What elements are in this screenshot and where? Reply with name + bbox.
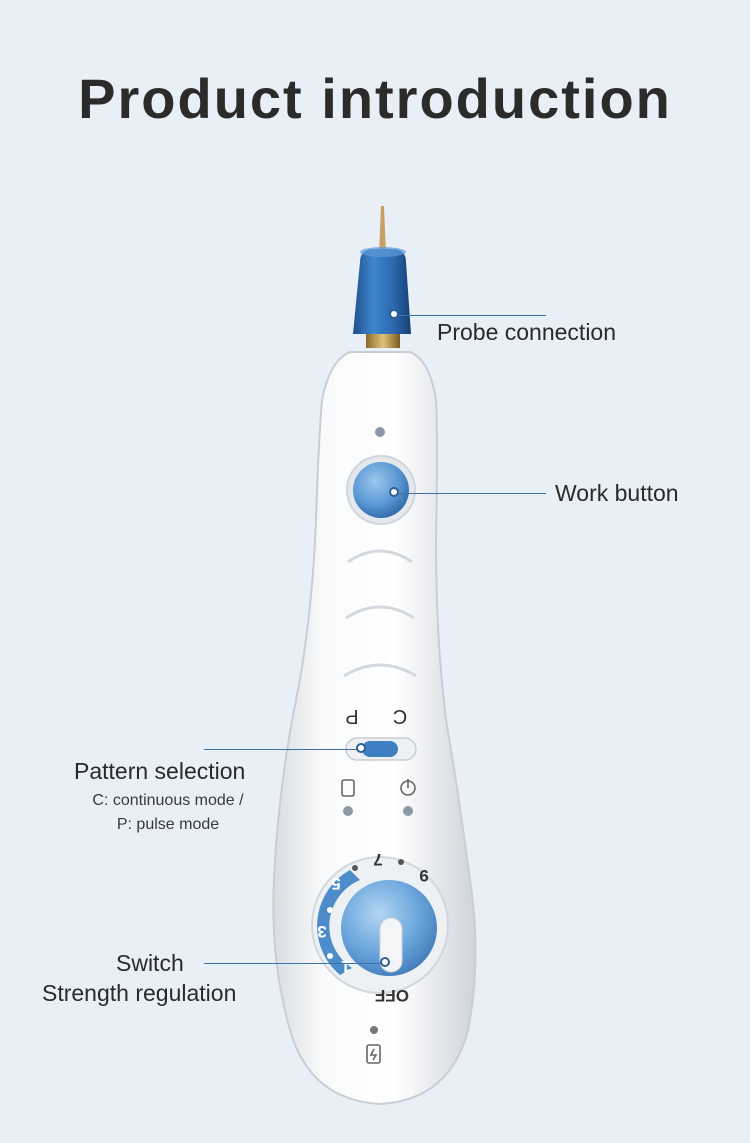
- dial-off-label: OFF: [375, 986, 409, 1005]
- dial-number-9: 9: [419, 866, 428, 885]
- switch-callout-dot: [380, 957, 390, 967]
- dial-numbers: 1 3 5 7 9 OFF: [317, 850, 428, 1005]
- grip-arcs: [343, 549, 417, 678]
- switch-label: Switch: [116, 950, 184, 976]
- probe-needle: [379, 206, 386, 255]
- work-callout-line: [396, 493, 546, 494]
- pattern-desc-line2: P: pulse mode: [116, 816, 220, 833]
- mode-icons: [341, 779, 416, 797]
- battery-icon: [366, 1044, 381, 1064]
- pattern-callout-dot: [356, 743, 366, 753]
- dial-number-1: 1: [341, 957, 350, 976]
- probe-callout-dot: [389, 309, 399, 319]
- probe-connection-label: Probe connection: [437, 319, 617, 345]
- mode-c-label: C: [393, 705, 407, 727]
- indicator-light-left: [343, 806, 353, 816]
- pattern-callout-line: [204, 749, 362, 750]
- indicator-light-top: [375, 427, 385, 437]
- page-title: Product introduction: [78, 67, 672, 130]
- dial-number-3: 3: [317, 922, 326, 941]
- work-callout-dot: [389, 487, 399, 497]
- pattern-desc-line1: C: continuous mode /: [92, 792, 244, 809]
- work-button-shape: [346, 455, 416, 525]
- strength-dial-shape: [311, 856, 449, 994]
- pattern-selection-label: Pattern selection: [74, 758, 246, 784]
- probe-callout-line: [396, 315, 546, 316]
- indicator-light-right: [403, 806, 413, 816]
- strength-regulation-label: Strength regulation: [42, 980, 237, 1006]
- charge-light: [370, 1026, 378, 1034]
- work-button-label: Work button: [555, 480, 679, 506]
- switch-callout-line: [204, 963, 384, 964]
- probe-cap: [353, 247, 411, 348]
- dial-dots: [327, 859, 404, 959]
- mode-p-label: P: [345, 705, 358, 727]
- dial-number-7: 7: [373, 850, 382, 869]
- dial-number-5: 5: [331, 874, 340, 893]
